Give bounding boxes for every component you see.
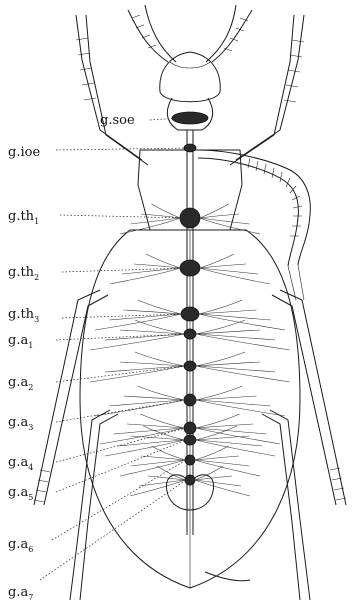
nerve-branch bbox=[196, 366, 290, 382]
nerve-branch bbox=[139, 480, 185, 486]
ganglion-a6 bbox=[185, 455, 195, 465]
nerve-branch bbox=[114, 428, 185, 434]
nerve-branch bbox=[196, 428, 267, 434]
front-legs bbox=[76, 15, 304, 165]
nerve-branch bbox=[122, 268, 180, 274]
nerve-branch bbox=[138, 386, 184, 400]
nerve-branch bbox=[200, 268, 270, 284]
nerve-branch bbox=[109, 314, 181, 320]
label-g-a1: g.a1 bbox=[8, 333, 33, 350]
label-g-a6: g.a6 bbox=[8, 537, 33, 554]
nerve-branch bbox=[120, 218, 180, 234]
nerve-branch bbox=[196, 334, 275, 340]
nerve-branch bbox=[196, 366, 275, 372]
nerve-branch bbox=[134, 264, 180, 268]
nerve-branch bbox=[199, 314, 271, 320]
ganglion-th3 bbox=[181, 307, 199, 321]
ganglion-a3 bbox=[184, 394, 196, 406]
nerve-branch bbox=[195, 446, 229, 460]
nerve-branch bbox=[200, 264, 246, 268]
nerve-branch bbox=[135, 352, 184, 366]
nerve-branch bbox=[100, 428, 184, 444]
nerve-branch bbox=[196, 440, 275, 456]
nerve-branch bbox=[131, 218, 181, 224]
labels: g.soe g.ioe g.th1 g.th2 g.th3 g.a1 g.a2 … bbox=[8, 113, 135, 602]
ganglion-th2 bbox=[180, 260, 200, 276]
nerve-branch bbox=[120, 460, 185, 476]
nerve-branch bbox=[131, 460, 186, 466]
nerve-branch bbox=[90, 366, 184, 382]
label-g-a2: g.a2 bbox=[8, 375, 33, 392]
nerve-branch bbox=[200, 204, 229, 218]
nerve-branch bbox=[196, 400, 271, 406]
nerve-branch bbox=[200, 218, 250, 224]
nerve-branch bbox=[130, 480, 185, 496]
nerve-branch bbox=[195, 460, 260, 476]
label-g-a7: g.a7 bbox=[8, 585, 33, 602]
leader-lines bbox=[40, 118, 190, 580]
nerve-branch bbox=[199, 300, 242, 314]
nerve-branch bbox=[110, 268, 180, 284]
nerve-branch bbox=[195, 480, 250, 496]
nerve-branch bbox=[195, 466, 223, 480]
nerve-branch bbox=[196, 414, 240, 428]
nerve-branch bbox=[105, 366, 184, 372]
label-g-a4: g.a4 bbox=[8, 455, 33, 472]
label-g-a5: g.a5 bbox=[8, 485, 33, 502]
label-g-th1: g.th1 bbox=[8, 209, 39, 226]
nerve-branch bbox=[200, 254, 234, 268]
nerve-branch bbox=[196, 426, 237, 440]
nerve-branch bbox=[195, 460, 250, 466]
nerve-branch bbox=[152, 446, 186, 460]
nerve-branch bbox=[143, 426, 184, 440]
label-g-a3: g.a3 bbox=[8, 415, 33, 432]
nerve-branch bbox=[196, 386, 242, 400]
nerve-branch bbox=[196, 440, 262, 446]
nerve-branch bbox=[109, 400, 184, 406]
oesophagus-tube bbox=[198, 150, 310, 300]
nerve-branch bbox=[196, 400, 285, 416]
antennae bbox=[128, 5, 252, 62]
nerve-branch bbox=[195, 480, 241, 486]
nerve-branch bbox=[152, 204, 181, 218]
nerve-branch bbox=[146, 254, 180, 268]
nerve-branch bbox=[105, 440, 184, 456]
nerve-branch bbox=[138, 300, 181, 314]
nerve-branch bbox=[157, 466, 185, 480]
ganglion-soe bbox=[172, 112, 208, 124]
ganglion-a7 bbox=[185, 475, 195, 485]
nerve-branch bbox=[196, 334, 290, 350]
label-g-th3: g.th3 bbox=[8, 307, 39, 324]
nerve-branch bbox=[141, 414, 185, 428]
nerve-branch bbox=[196, 428, 280, 444]
label-g-soe: g.soe bbox=[100, 113, 135, 128]
nerve-branch bbox=[196, 352, 245, 366]
nerve-branch bbox=[200, 268, 258, 274]
label-g-ioe: g.ioe bbox=[8, 145, 40, 160]
label-g-th2: g.th2 bbox=[8, 265, 39, 282]
nerve-branch bbox=[200, 218, 260, 234]
nerve-branch bbox=[199, 314, 285, 330]
ganglion-a5 bbox=[184, 435, 196, 445]
